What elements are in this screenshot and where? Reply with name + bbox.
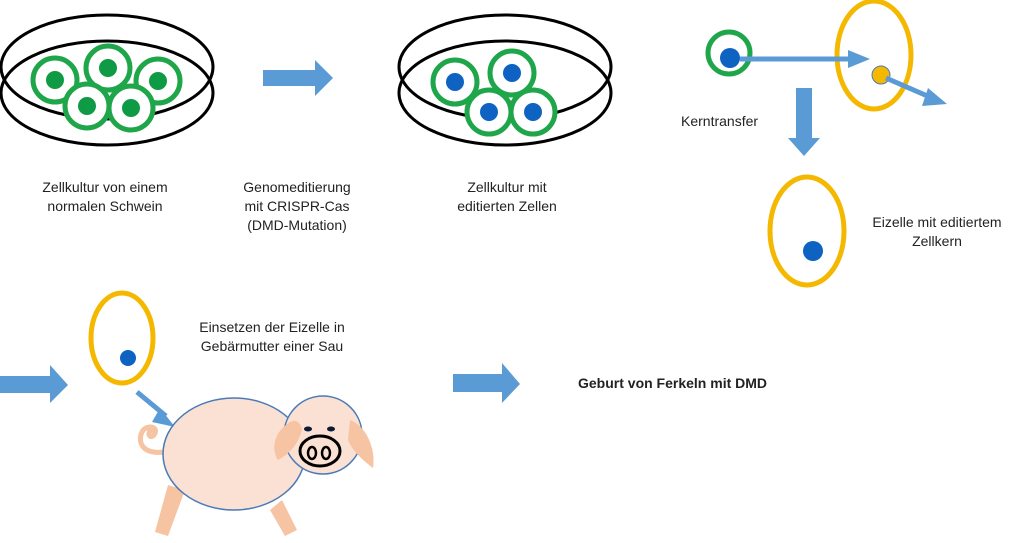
- cell-nucleus-icon: [46, 71, 64, 89]
- nuclear-transfer-diagram: [705, 0, 947, 288]
- arrow-left-icon: [0, 365, 68, 403]
- label-edited-egg-line2: Zellkern: [912, 233, 962, 249]
- label-edited-culture-line1: Zellkultur mit: [467, 179, 547, 195]
- cell-nucleus-icon: [446, 73, 464, 91]
- label-genome-editing: Genomeditierung mit CRISPR-Cas (DMD-Muta…: [222, 178, 372, 235]
- normal-cells: [30, 43, 183, 133]
- label-normal-culture: Zellkultur von einem normalen Schwein: [20, 178, 190, 216]
- petri-dish-normal-icon: [0, 13, 215, 147]
- label-genome-editing-line3: (DMD-Mutation): [247, 217, 347, 233]
- cell-nucleus-icon: [149, 72, 167, 90]
- petri-dish-edited-icon: [397, 13, 613, 147]
- edited-cells: [430, 48, 558, 137]
- cell-nucleus-icon: [99, 59, 117, 77]
- label-genome-editing-line2: mit CRISPR-Cas: [244, 198, 350, 214]
- arrow-birth-icon: [453, 363, 520, 403]
- edited-egg-nucleus-icon: [803, 241, 823, 261]
- label-normal-culture-line2: normalen Schwein: [47, 198, 163, 214]
- down-arrow-icon: [788, 88, 820, 156]
- egg-cell-icon: [834, 0, 914, 112]
- arrow-icon: [263, 60, 333, 96]
- label-genome-editing-line1: Genomeditierung: [243, 179, 351, 195]
- cell-nucleus-icon: [524, 103, 542, 121]
- donor-cell-icon: [705, 29, 753, 77]
- label-implantation-line2: Gebärmutter einer Sau: [200, 338, 344, 354]
- removal-arrow-head-icon: [922, 88, 947, 106]
- pig-icon: [137, 395, 374, 536]
- implant-arrow-head-icon: [152, 408, 175, 427]
- label-implantation-line1: Einsetzen der Eizelle in: [199, 319, 345, 335]
- label-edited-culture-line2: editierten Zellen: [457, 198, 557, 214]
- label-edited-egg-line1: Eizelle mit editiertem: [872, 214, 1002, 230]
- cell-nucleus-icon: [122, 99, 140, 117]
- label-normal-culture-line1: Zellkultur von einem: [42, 179, 168, 195]
- donor-nucleus-icon: [720, 48, 740, 68]
- removal-arrow-icon: [885, 75, 933, 101]
- cell-nucleus-icon: [78, 97, 96, 115]
- cell-nucleus-icon: [480, 103, 498, 121]
- label-edited-egg: Eizelle mit editiertem Zellkern: [852, 213, 1022, 251]
- cell-nucleus-icon: [503, 64, 521, 82]
- original-nucleus-icon: [871, 65, 891, 85]
- edited-egg-cell-icon: [767, 174, 847, 288]
- label-implantation: Einsetzen der Eizelle in Gebärmutter ein…: [182, 318, 362, 356]
- label-birth: Geburt von Ferkeln mit DMD: [578, 375, 768, 391]
- label-nuclear-transfer: Kerntransfer: [681, 113, 759, 129]
- implant-egg-cell-icon: [88, 290, 156, 386]
- label-edited-culture: Zellkultur mit editierten Zellen: [437, 178, 577, 216]
- implant-egg-nucleus-icon: [120, 350, 136, 366]
- transfer-arrow-head-icon: [848, 50, 870, 68]
